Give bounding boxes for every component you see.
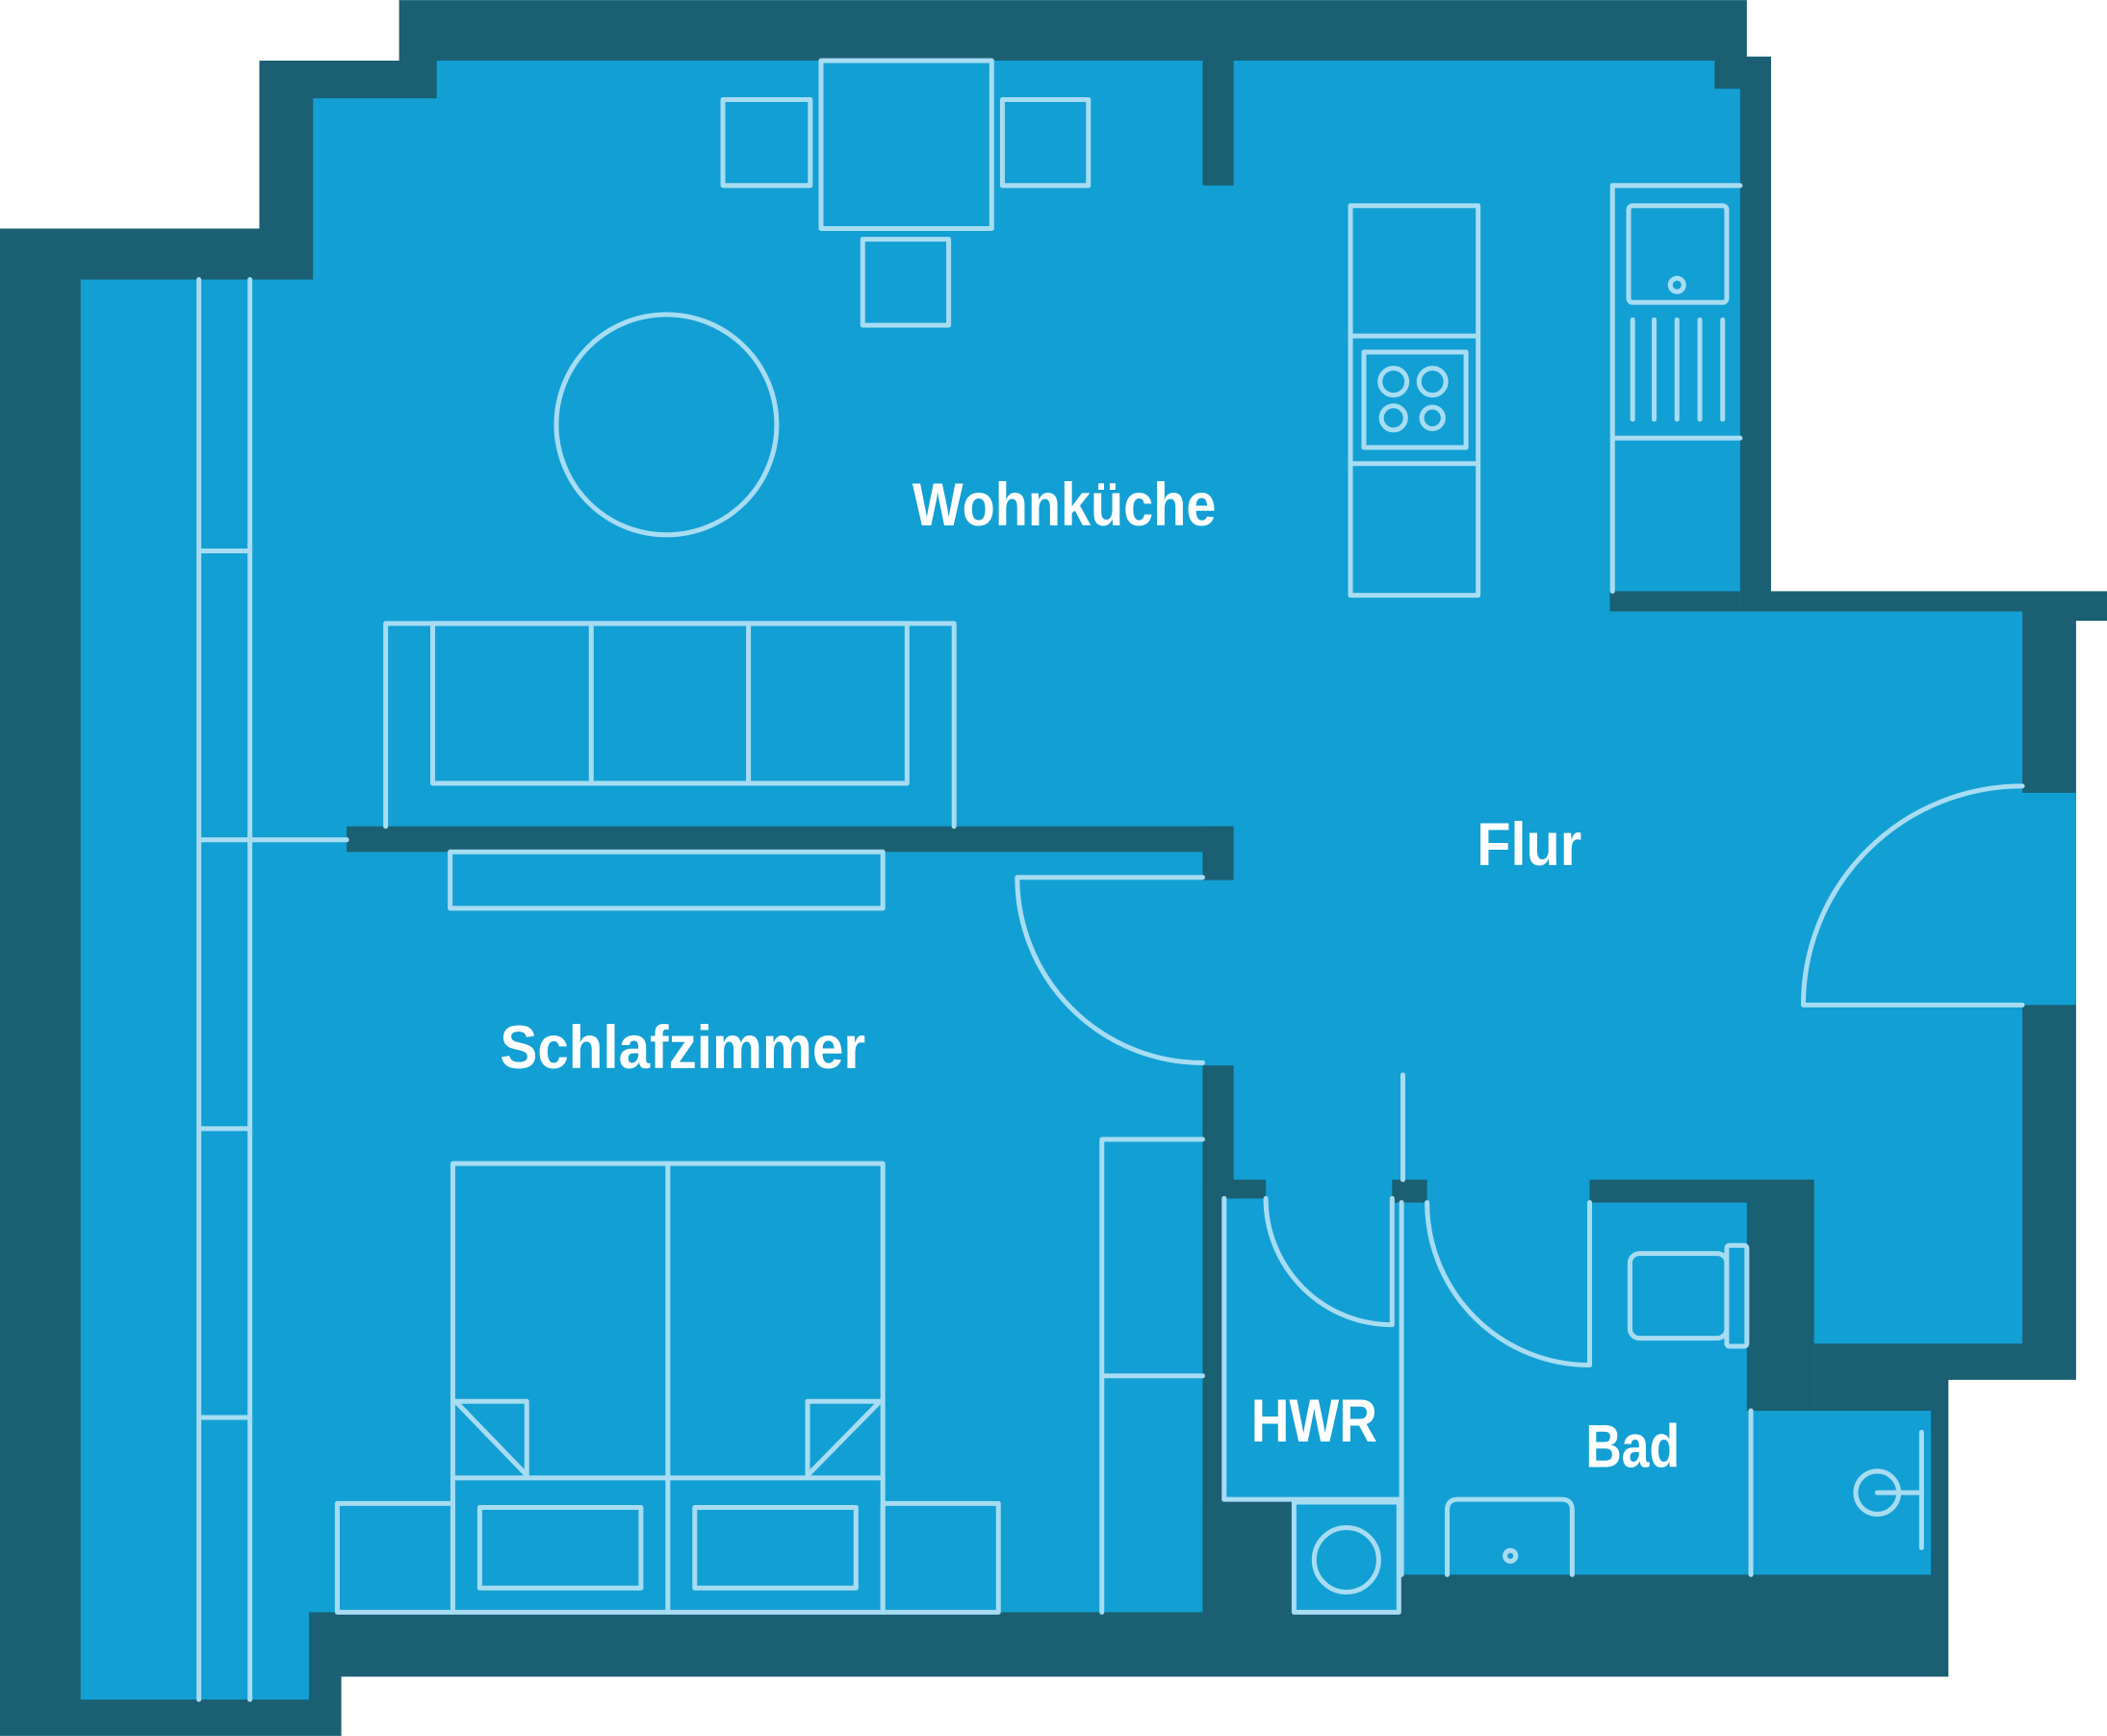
- kitchen-counter: [1609, 183, 1743, 594]
- blanket-fold-left-diagonal: [452, 1398, 529, 1478]
- sofa-seat: [430, 621, 910, 786]
- bathroom-fixtures: [1445, 1242, 1924, 1577]
- wall-top-notch: [1202, 60, 1234, 186]
- stove-cabinet: [1348, 203, 1481, 599]
- blanket-fold-right: [805, 1398, 883, 1478]
- blanket-fold-right-diagonal: [805, 1398, 883, 1478]
- left-window-strip: [196, 277, 349, 1702]
- wall-wohnkueche-schlafzimmer: [347, 826, 1234, 853]
- washing-drum-icon: [1311, 1524, 1381, 1595]
- door-entrance: [1800, 783, 2025, 1008]
- burner-icon: [1416, 366, 1449, 398]
- toilet-tank: [1724, 1242, 1750, 1349]
- nightstand-left: [334, 1500, 455, 1615]
- chair-bottom: [860, 237, 952, 328]
- round-table: [553, 312, 780, 538]
- wardrobe: [1099, 1136, 1205, 1615]
- blanket-fold-left: [452, 1398, 529, 1478]
- label-flur: Flur: [1477, 811, 1581, 879]
- internal-walls: [347, 60, 1814, 1613]
- washing-machine: [1291, 1499, 1401, 1615]
- pillow-left: [476, 1505, 644, 1591]
- double-bed: [450, 1161, 886, 1615]
- dining-set: [720, 58, 1092, 328]
- hwr-room-lines: [1221, 1195, 1404, 1615]
- washbasin-drain-icon: [1503, 1547, 1519, 1564]
- wall-schlafzimmer-flur: [1202, 1065, 1234, 1199]
- door-bad: [1425, 1200, 1593, 1368]
- sink-drain-icon: [1667, 275, 1686, 294]
- wall-bad-right: [1746, 1179, 1814, 1412]
- burner-icon: [1377, 366, 1410, 398]
- door-hwr: [1263, 1195, 1395, 1328]
- wardrobe-frame: [1099, 1136, 1205, 1615]
- washbasin: [1445, 1496, 1575, 1577]
- wall-stub: [1202, 826, 1234, 881]
- wall-hwr-top: [1223, 1179, 1267, 1199]
- cooktop: [1361, 349, 1469, 450]
- label-wohnkueche: Wohnküche: [912, 472, 1217, 539]
- burner-icon: [1378, 403, 1408, 433]
- kitchen-stove-unit: [1348, 203, 1481, 599]
- nightstand-right: [880, 1500, 1001, 1615]
- wall-hwr-lower: [1202, 1497, 1295, 1613]
- lowboard: [448, 849, 886, 911]
- chair-left: [720, 96, 813, 189]
- wall-kitchen-base: [1609, 591, 1740, 612]
- label-bad: Bad: [1585, 1414, 1680, 1481]
- label-hwr: HWR: [1251, 1388, 1377, 1455]
- label-schlafzimmer: Schlafzimmer: [500, 1014, 865, 1082]
- dining-table: [818, 58, 994, 231]
- sofa: [383, 621, 957, 830]
- wall-post: [1392, 1179, 1427, 1203]
- burner-icon: [1419, 404, 1446, 432]
- pillow-right: [692, 1505, 859, 1591]
- door-schlafzimmer: [1015, 875, 1205, 1065]
- chair-right: [999, 96, 1092, 189]
- kitchen-sink: [1626, 203, 1730, 305]
- interior-floor: [80, 60, 2076, 1700]
